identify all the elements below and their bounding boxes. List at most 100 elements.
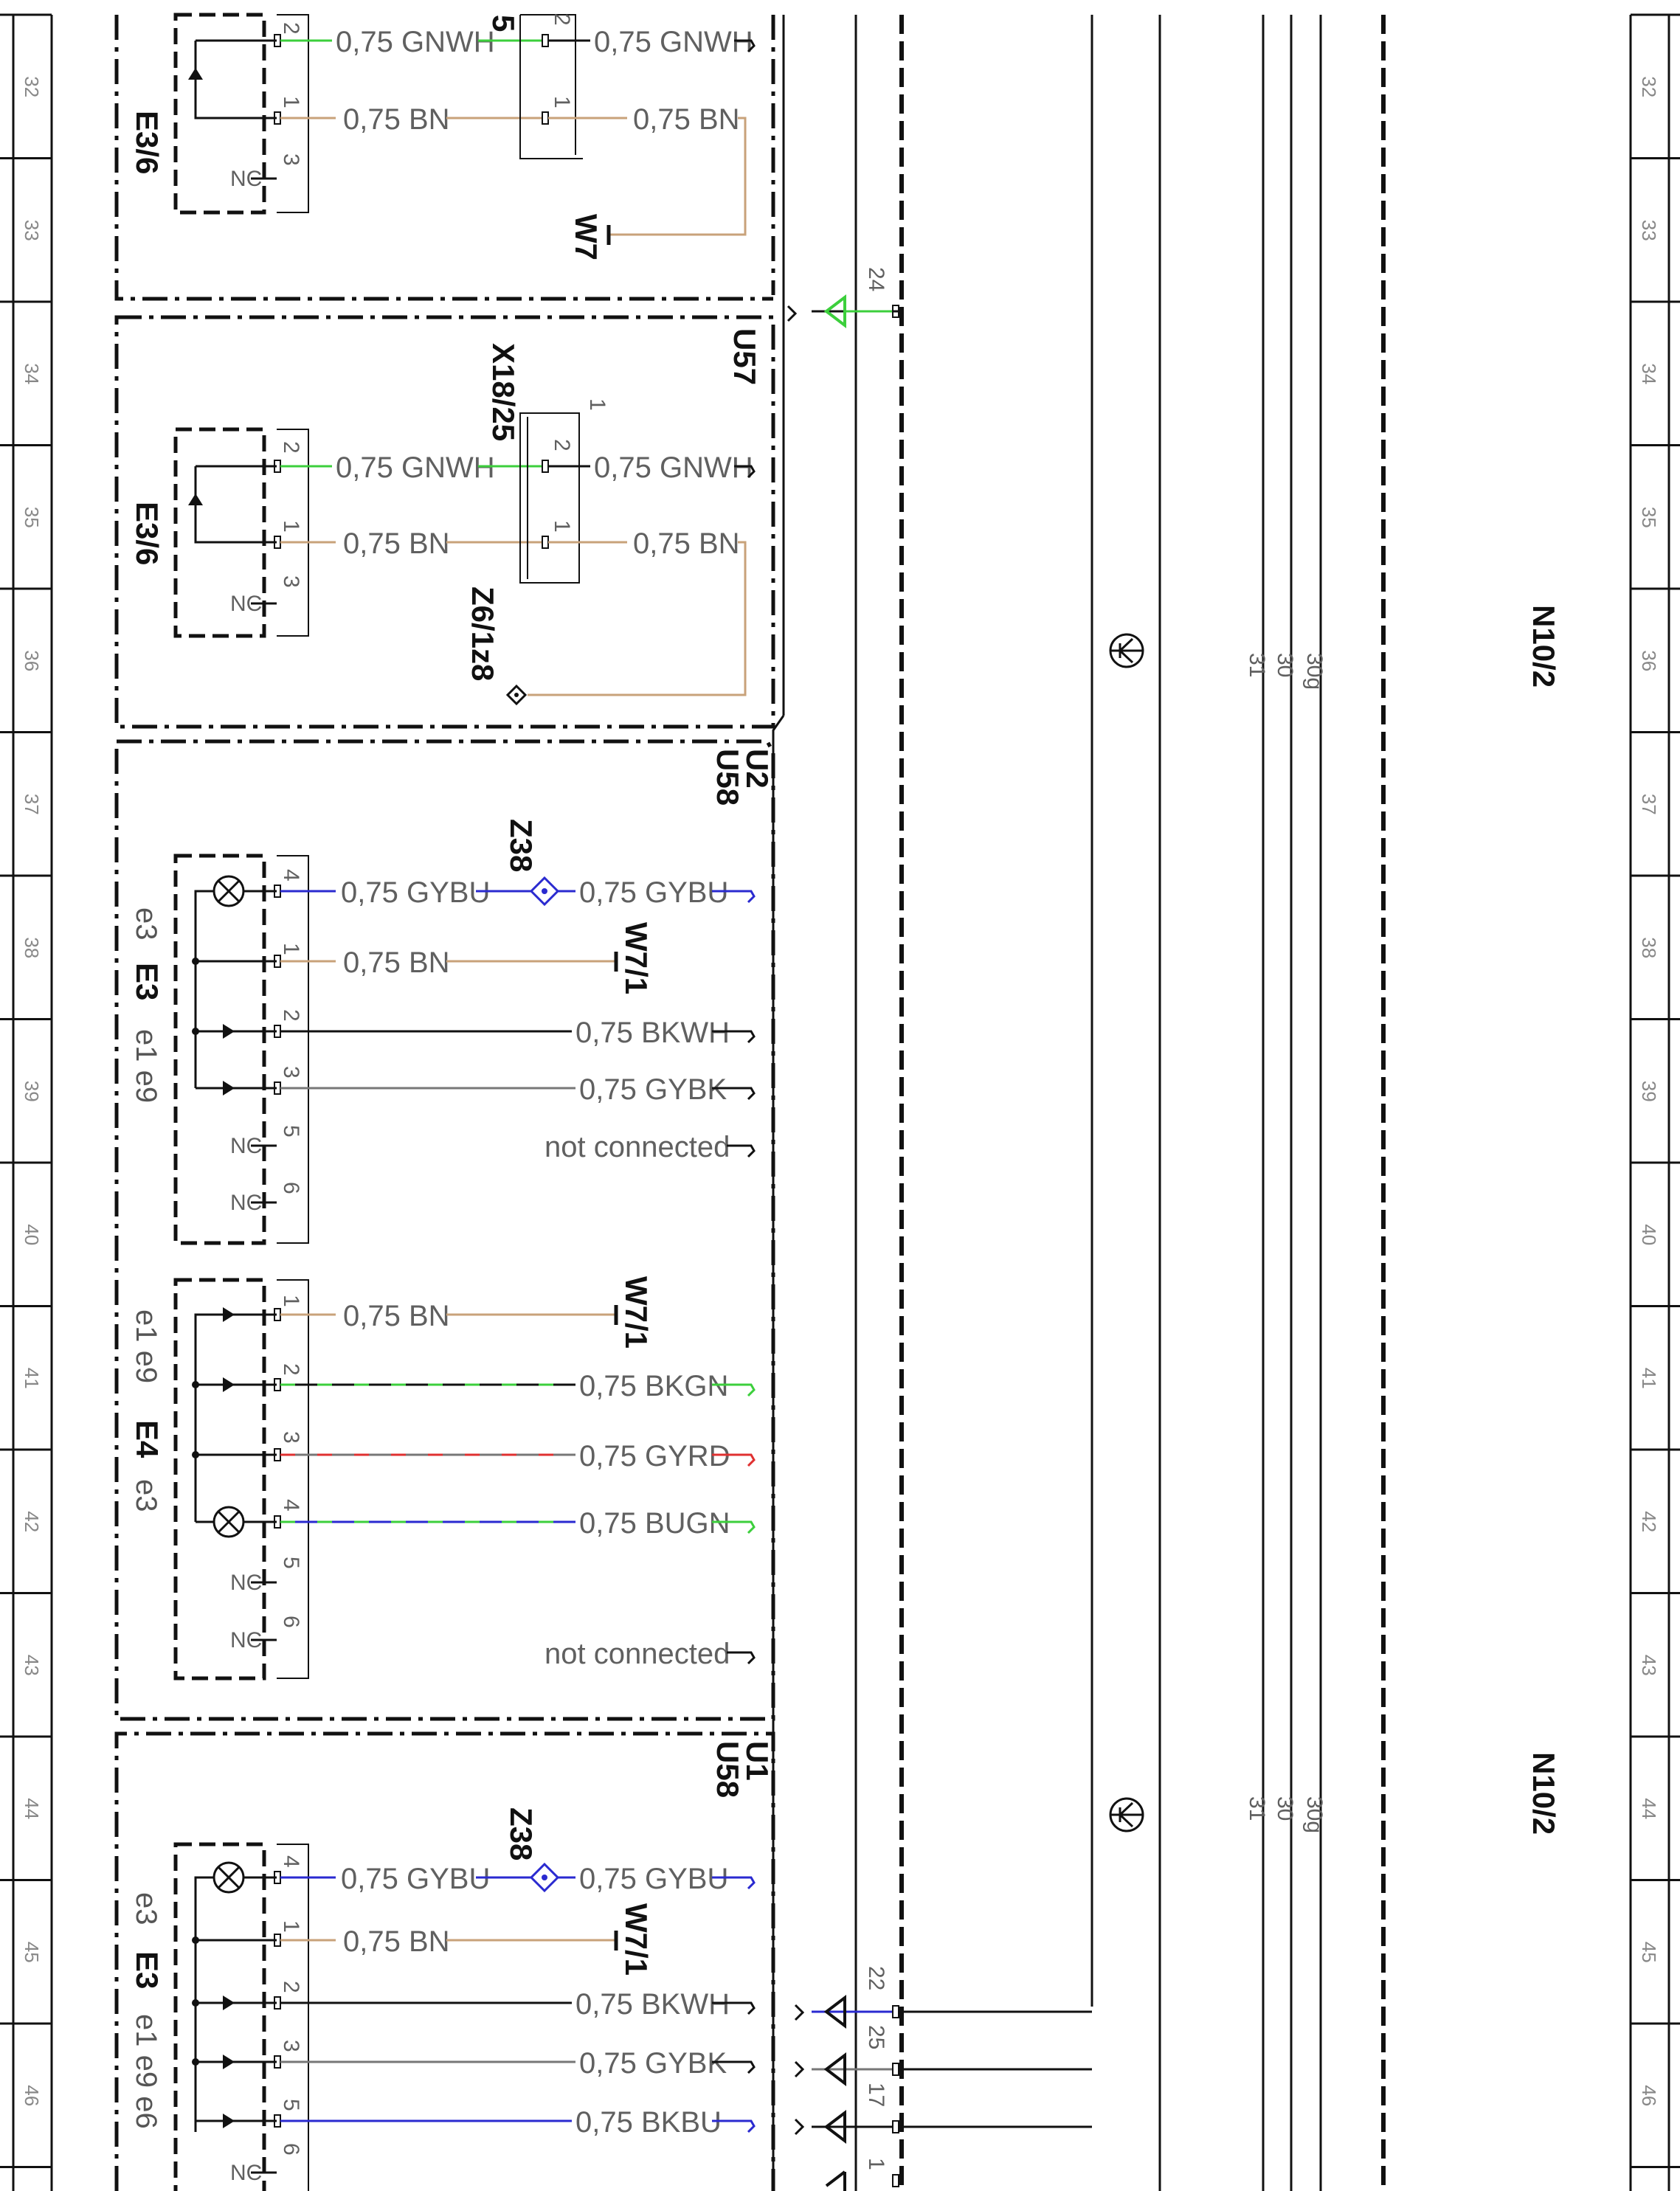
svg-text:E4: E4: [130, 1420, 165, 1458]
transistor-icon: [1109, 1797, 1144, 1832]
svg-text:1: 1: [585, 398, 609, 411]
svg-text:3: 3: [279, 153, 303, 166]
svg-text:4: 4: [279, 1855, 303, 1868]
led-icon: [188, 494, 203, 505]
svg-text:0,75 BN: 0,75 BN: [343, 527, 450, 560]
svg-text:X18/25: X18/25: [486, 343, 521, 441]
module-n10-2-label: N10/2: [1527, 1752, 1561, 1835]
ruler-number: 36: [1638, 650, 1660, 671]
svg-text:0,75 BKGN: 0,75 BKGN: [579, 1370, 728, 1402]
svg-text:0,75 GYBU: 0,75 GYBU: [341, 876, 490, 909]
svg-text:4: 4: [279, 869, 303, 882]
svg-text:0,75 GYBU: 0,75 GYBU: [341, 1863, 490, 1895]
led-icon: [223, 2114, 235, 2128]
svg-text:5: 5: [279, 1557, 303, 1569]
n10-module: 30g 30 31 30g 30 31 N10/2 N10/2: [1109, 605, 1561, 1835]
svg-text:3: 3: [279, 575, 303, 588]
svg-text:3: 3: [279, 2040, 303, 2052]
svg-text:25: 25: [864, 2025, 888, 2049]
svg-text:24: 24: [864, 267, 888, 291]
ruler-number: 44: [21, 1798, 43, 1819]
svg-text:0,75 GNWH: 0,75 GNWH: [594, 26, 753, 58]
svg-text:W7: W7: [569, 214, 604, 260]
svg-text:31: 31: [1245, 1796, 1269, 1821]
svg-text:2: 2: [279, 1981, 303, 1993]
ruler-number: 43: [21, 1655, 43, 1676]
ruler-number: 41: [21, 1368, 43, 1389]
led-icon: [223, 1307, 235, 1322]
svg-text:2: 2: [279, 441, 303, 454]
ruler-number: 46: [1638, 2085, 1660, 2106]
ruler-number: 35: [1638, 507, 1660, 528]
svg-text:0,75 BN: 0,75 BN: [633, 103, 740, 136]
svg-text:6: 6: [279, 1182, 303, 1194]
svg-text:4: 4: [279, 1499, 303, 1512]
led-icon: [223, 1996, 235, 2010]
svg-text:0,75 BKWH: 0,75 BKWH: [575, 1988, 730, 2021]
ruler-number: 41: [1638, 1368, 1660, 1389]
ruler-number: 45: [21, 1942, 43, 1963]
svg-text:e3: e3: [130, 907, 162, 941]
ruler-number: 40: [21, 1224, 43, 1245]
svg-text:30g: 30g: [1302, 1796, 1327, 1833]
ruler-number: 32: [1638, 76, 1660, 97]
svg-text:0,75 BKWH: 0,75 BKWH: [575, 1017, 730, 1049]
svg-text:U58: U58: [711, 1741, 745, 1798]
ruler-number: 32: [21, 76, 43, 97]
svg-text:1: 1: [864, 2158, 888, 2170]
ruler-number: 37: [1638, 794, 1660, 815]
svg-text:6: 6: [279, 2143, 303, 2156]
svg-text:0,75 GNWH: 0,75 GNWH: [336, 451, 495, 484]
svg-text:0,75 GYBU: 0,75 GYBU: [579, 876, 728, 909]
ruler-number: 39: [1638, 1081, 1660, 1102]
svg-text:W7/1: W7/1: [619, 1276, 654, 1349]
ruler-number: 34: [21, 363, 43, 384]
svg-text:e1 e9 e6: e1 e9 e6: [130, 2014, 162, 2129]
lamp-icon: [212, 1506, 245, 1538]
led-icon: [223, 1377, 235, 1392]
svg-text:W7/1: W7/1: [619, 1903, 654, 1976]
svg-text:not connected: not connected: [545, 1638, 730, 1670]
svg-text:0,75 BN: 0,75 BN: [343, 1300, 450, 1332]
module-n10-2-label: N10/2: [1527, 605, 1561, 688]
bus-lines: [772, 15, 1386, 2191]
svg-text:0,75 BN: 0,75 BN: [343, 1925, 450, 1958]
section-2: U57 E3/6 2 1 3 NC 0,75 GNWH 0,75 BN X18/…: [114, 315, 775, 729]
ruler-number: 43: [1638, 1655, 1660, 1676]
ruler-number: 34: [1638, 363, 1660, 384]
svg-text:1: 1: [550, 96, 574, 108]
led-icon: [188, 68, 203, 80]
led-icon: [223, 1024, 235, 1039]
svg-text:5: 5: [279, 1125, 303, 1138]
svg-text:E3/6: E3/6: [130, 502, 165, 565]
svg-text:0,75 BUGN: 0,75 BUGN: [579, 1507, 730, 1540]
ruler-number: 38: [21, 937, 43, 958]
connector-24: 24: [787, 267, 902, 329]
ruler-number: 33: [1638, 220, 1660, 241]
svg-text:2: 2: [550, 439, 574, 451]
svg-text:6: 6: [279, 1616, 303, 1628]
svg-text:Z38: Z38: [504, 819, 539, 872]
svg-text:1: 1: [279, 520, 303, 533]
ruler-number: 42: [21, 1511, 43, 1532]
svg-text:1: 1: [279, 96, 303, 108]
svg-text:0,75 BN: 0,75 BN: [633, 527, 740, 560]
svg-text:e3: e3: [130, 1479, 162, 1512]
svg-text:U58: U58: [711, 749, 745, 806]
svg-text:e1 e9: e1 e9: [130, 1029, 162, 1103]
svg-text:1: 1: [279, 1295, 303, 1307]
svg-text:E3: E3: [130, 1951, 165, 1989]
section-1: E3/6 2 1 3 NC 0,75 GNWH 0,75 BN 5 2 1 0,…: [114, 13, 775, 301]
svg-text:Z38: Z38: [504, 1807, 539, 1861]
svg-text:1: 1: [279, 943, 303, 955]
ruler-number: 38: [1638, 937, 1660, 958]
ruler-number: 37: [21, 794, 43, 815]
svg-text:22: 22: [864, 1966, 888, 1990]
ruler-number: 36: [21, 650, 43, 671]
ruler-number: 46: [21, 2085, 43, 2106]
svg-text:17: 17: [864, 2083, 888, 2107]
ruler-number: 39: [21, 1081, 43, 1102]
svg-text:2: 2: [279, 22, 303, 35]
